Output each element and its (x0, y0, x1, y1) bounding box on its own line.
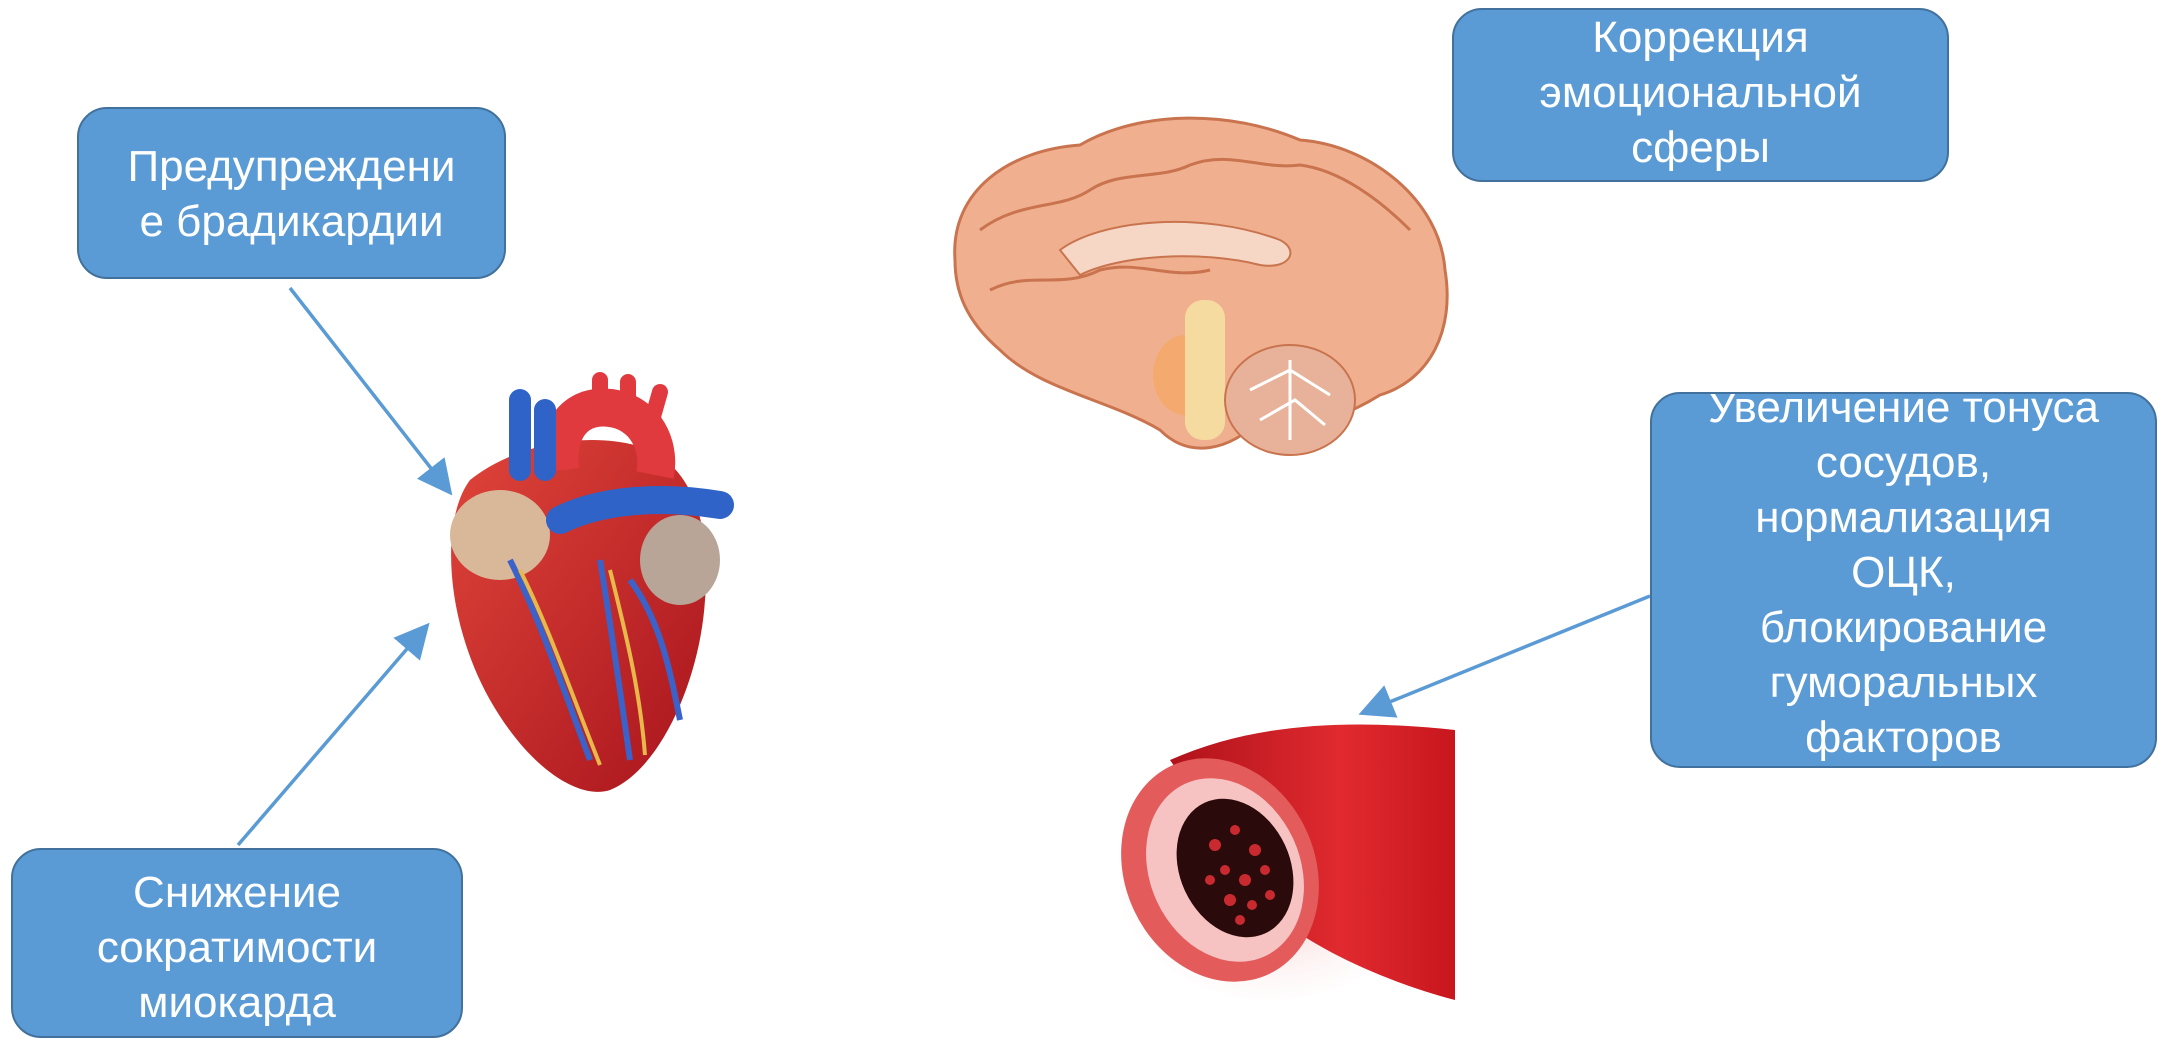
heart-image (450, 380, 720, 792)
arrow-contractility-to-heart (238, 628, 425, 845)
label-contractility-text: Снижение сократимости миокарда (97, 865, 377, 1030)
label-bradycardia-prevention: Предупреждени е брадикардии (77, 107, 506, 279)
arrow-bradycardia-to-heart (290, 288, 448, 490)
label-contractility-reduction: Снижение сократимости миокарда (11, 848, 463, 1038)
label-vascular-text: Увеличение тонуса сосудов, нормализация … (1708, 392, 2099, 765)
label-bradycardia-text: Предупреждени е брадикардии (127, 139, 455, 249)
label-emotional-correction: Коррекция эмоциональной сферы (1452, 8, 1949, 182)
brain-image (955, 118, 1447, 455)
blood-vessel-image (1085, 724, 1455, 1014)
arrow-vascular-to-vessel (1365, 596, 1650, 712)
label-vascular-tone: Увеличение тонуса сосудов, нормализация … (1650, 392, 2157, 768)
label-emotional-text: Коррекция эмоциональной сферы (1539, 10, 1861, 175)
